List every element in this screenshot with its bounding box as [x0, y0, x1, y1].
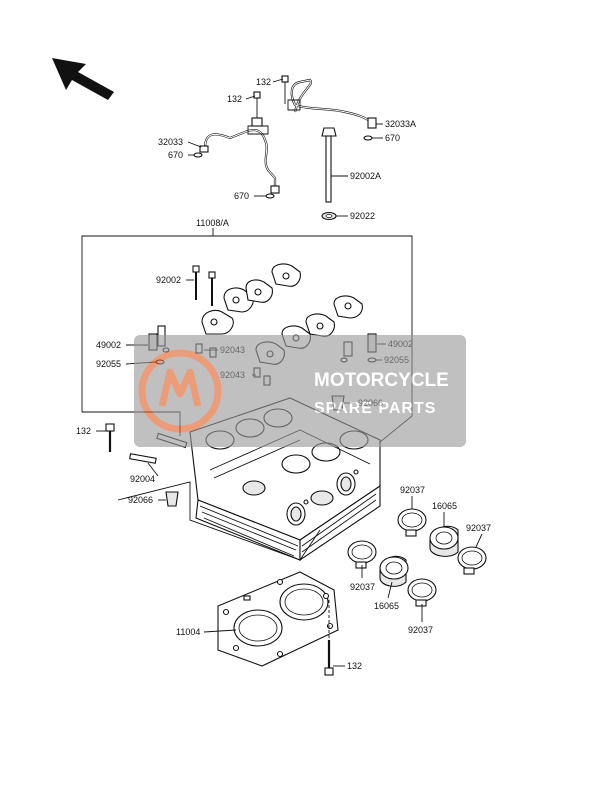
label-92037-a: 92037 [400, 485, 425, 495]
label-92066-left: 92066 [128, 495, 153, 505]
head-gasket [217, 571, 339, 667]
label-132-bottom: 132 [347, 661, 362, 671]
label-92002a: 92002A [350, 171, 381, 181]
label-132-mid: 132 [227, 94, 242, 104]
label-49002-left: 49002 [96, 340, 121, 350]
label-670-left: 670 [168, 150, 183, 160]
label-32033a: 32033A [385, 119, 416, 129]
oil-pipe-assembly [193, 75, 377, 199]
label-670-right: 670 [385, 133, 400, 143]
label-92022: 92022 [350, 211, 375, 221]
label-132-left: 132 [76, 426, 91, 436]
bolt-left [105, 423, 115, 452]
label-32033: 32033 [158, 137, 183, 147]
label-92037-b: 92037 [466, 523, 491, 533]
cap-bolts [192, 265, 216, 306]
label-16065-b: 16065 [374, 601, 399, 611]
head-outline [117, 481, 321, 561]
label-92004: 92004 [130, 474, 155, 484]
label-670-bottom: 670 [234, 191, 249, 201]
label-11004: 11004 [176, 627, 200, 637]
label-92037-c: 92037 [350, 582, 375, 592]
label-16065-a: 16065 [432, 501, 457, 511]
label-92037-d: 92037 [408, 625, 433, 635]
watermark-logo [138, 349, 222, 433]
watermark-subtitle: SPARE PARTS [314, 400, 436, 417]
label-11008a: 11008/A [196, 218, 229, 228]
plug-left [165, 491, 179, 507]
watermark: MOTORCYCLE SPARE PARTS [134, 335, 466, 447]
label-92055-left: 92055 [96, 359, 121, 369]
label-132-top: 132 [256, 77, 271, 87]
arrow-up-left-icon [52, 58, 114, 100]
stud-bolt [321, 127, 337, 221]
watermark-title: MOTORCYCLE [314, 370, 449, 391]
bolt-bottom [324, 600, 334, 676]
label-92002: 92002 [156, 275, 181, 285]
intake-clamps [347, 508, 487, 607]
